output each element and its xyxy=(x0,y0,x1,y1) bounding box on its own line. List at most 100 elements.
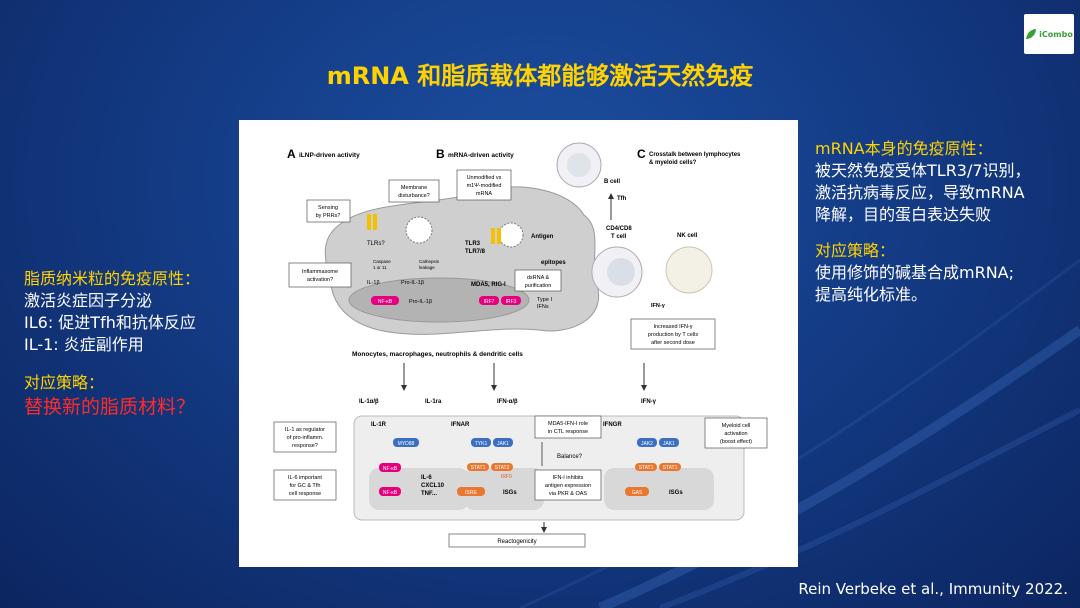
panel-b-title: mRNA-driven activity xyxy=(448,152,514,159)
type1-label: Type I xyxy=(537,297,552,303)
isgs-label: ISGs xyxy=(669,490,683,496)
jak1-badge: JAK1 xyxy=(663,441,675,447)
inflammasome-label: Inflammasome xyxy=(302,269,338,275)
unmodified-label: Unmodified vs xyxy=(467,175,502,181)
ifngr-label: IFNGR xyxy=(603,422,622,428)
il1-regulator-label: response? xyxy=(292,443,318,449)
ifn-inhibits-label: antigen expression xyxy=(545,483,591,489)
il6-list: CXCL10 xyxy=(421,483,445,489)
stat1-badge: STAT1 xyxy=(663,465,678,471)
gas-badge: GAS xyxy=(632,490,643,496)
nk-label: NK cell xyxy=(677,233,698,239)
mda5-label: MDA5, RIG-I xyxy=(471,282,506,288)
myd88-badge: MYD88 xyxy=(398,441,415,447)
right-panel: mRNA本身的免疫原性： 被天然免疫受体TLR3/7识别， 激活抗病毒反应，导致… xyxy=(815,138,1065,306)
il1ra-label: IL-1ra xyxy=(425,399,442,405)
left-heading: 脂质纳米粒的免疫原性： xyxy=(24,269,201,288)
il6-important-label: IL-6 important xyxy=(288,475,322,481)
caspase-label: 1 or 11 xyxy=(373,265,387,270)
increased-label: production by T cells xyxy=(648,332,698,338)
cathepsin-label: leakage xyxy=(419,265,435,270)
membrane-label: disturbance? xyxy=(398,193,430,199)
membrane-label: Membrane xyxy=(401,185,427,191)
stat2-badge: STAT2 xyxy=(495,465,510,471)
panel-c-letter: C xyxy=(637,147,646,161)
right-line: 被天然免疫受体TLR3/7识别， xyxy=(815,161,1031,180)
increased-label: after second dose xyxy=(651,340,695,346)
dsrna-label: purification xyxy=(525,283,552,289)
leaf-icon xyxy=(1026,29,1037,39)
panel-c-title: Crosstalk between lymphocytes xyxy=(649,152,741,158)
sensing-label: Sensing xyxy=(318,205,338,211)
irf7-badge: IRF7 xyxy=(484,299,495,305)
right-strategy-label: 对应策略： xyxy=(815,241,896,260)
il1-regulator-label: IL-1 as regulator xyxy=(285,427,325,433)
ifng-small-label: IFN-γ xyxy=(651,303,666,309)
immune-diagram: A iLNP-driven activity B mRNA-driven act… xyxy=(273,142,768,548)
tyk1-badge: TYK1 xyxy=(475,441,488,447)
unmodified-label: m1Ψ-modified xyxy=(467,183,502,189)
ifnar-label: IFNAR xyxy=(451,422,470,428)
il6-list: TNF... xyxy=(421,491,437,497)
pro-il1b-label: Pro-IL-1β xyxy=(401,280,424,286)
dsrna-label: dsRNA & xyxy=(527,275,550,281)
stat1-badge: STAT1 xyxy=(639,465,654,471)
b-cell-label: B cell xyxy=(604,179,620,185)
panel-a-title: iLNP-driven activity xyxy=(299,152,360,159)
il1b-label: IL-1β xyxy=(367,280,380,286)
jak1-badge: JAK1 xyxy=(497,441,509,447)
balance-label: Balance? xyxy=(557,454,583,460)
panel-c-title: & myeloid cells? xyxy=(649,160,697,166)
reactogenicity-label: Reactogenicity xyxy=(497,539,536,545)
nfkb-badge: NF-κB xyxy=(378,299,393,305)
logo-text: iCombo xyxy=(1039,29,1073,39)
nk-cell xyxy=(665,246,713,294)
right-heading: mRNA本身的免疫原性： xyxy=(815,139,993,158)
stat1-badge: STAT1 xyxy=(471,465,486,471)
panel-a-letter: A xyxy=(287,147,296,161)
il1-regulator-label: of pro-inflamm. xyxy=(287,435,324,441)
il6-list: IL-6 xyxy=(421,475,432,481)
right-strategy-line: 提高纯化标准。 xyxy=(815,285,928,304)
isgs-label: ISGs xyxy=(503,490,517,496)
il6-important-label: for GC & Tfh xyxy=(290,483,321,489)
nucleus xyxy=(348,277,530,323)
mda5-role-label: in CTL response xyxy=(548,429,588,435)
right-line: 激活抗病毒反应，导致mRNA xyxy=(815,183,1025,202)
tlrs-label: TLRs? xyxy=(367,241,385,247)
left-line: IL-1: 炎症副作用 xyxy=(24,335,144,354)
nfkb-badge: NF-κB xyxy=(383,466,398,472)
il1r-label: IL-1R xyxy=(371,422,387,428)
left-line: 激活炎症因子分泌 xyxy=(24,291,153,310)
lnp-particle xyxy=(498,222,524,248)
left-line: IL6: 促进Tfh和抗体反应 xyxy=(24,313,196,332)
il6-important-label: cell response xyxy=(289,491,321,497)
inflammasome-label: activation? xyxy=(307,277,333,283)
figure-panel: A iLNP-driven activity B mRNA-driven act… xyxy=(239,120,798,567)
nfkb-badge: NF-κB xyxy=(383,490,398,496)
increased-label: Increased IFN-γ xyxy=(653,324,692,330)
slide-title: mRNA 和脂质载体都能够激活天然免疫 xyxy=(326,62,754,90)
lnp-particle xyxy=(405,216,433,244)
ifn-inhibits-label: IFN-I inhibits xyxy=(553,475,584,481)
ifnab-label: IFN-α/β xyxy=(497,399,518,405)
myeloid-label: Myeloid cell xyxy=(722,423,751,429)
cathepsin-label: Cathepsin xyxy=(419,259,440,264)
epitopes-label: epitopes xyxy=(541,260,566,266)
tcell-label: T cell xyxy=(611,234,627,240)
type1-label: IFNs xyxy=(537,304,549,310)
right-line: 降解，目的蛋白表达失败 xyxy=(815,205,992,224)
myeloid-label: activation xyxy=(724,431,747,437)
unmodified-label: mRNA xyxy=(476,191,493,197)
il1ab-label: IL-1α/β xyxy=(359,399,379,405)
left-strategy: 替换新的脂质材料？ xyxy=(24,396,196,418)
tlr3-label: TLR3 xyxy=(465,241,481,247)
pro-il1b-label: Pro-IL-1β xyxy=(409,299,432,305)
ifn-inhibits-label: via PKR & OAS xyxy=(549,491,588,497)
sensing-label: by PRRs? xyxy=(316,213,341,219)
tlr78-label: TLR7/8 xyxy=(465,249,486,255)
ifng-label: IFN-γ xyxy=(641,399,657,405)
jak2-badge: JAK2 xyxy=(641,441,653,447)
irf3-badge: IRF3 xyxy=(506,299,517,305)
left-strategy-label: 对应策略： xyxy=(24,373,105,392)
